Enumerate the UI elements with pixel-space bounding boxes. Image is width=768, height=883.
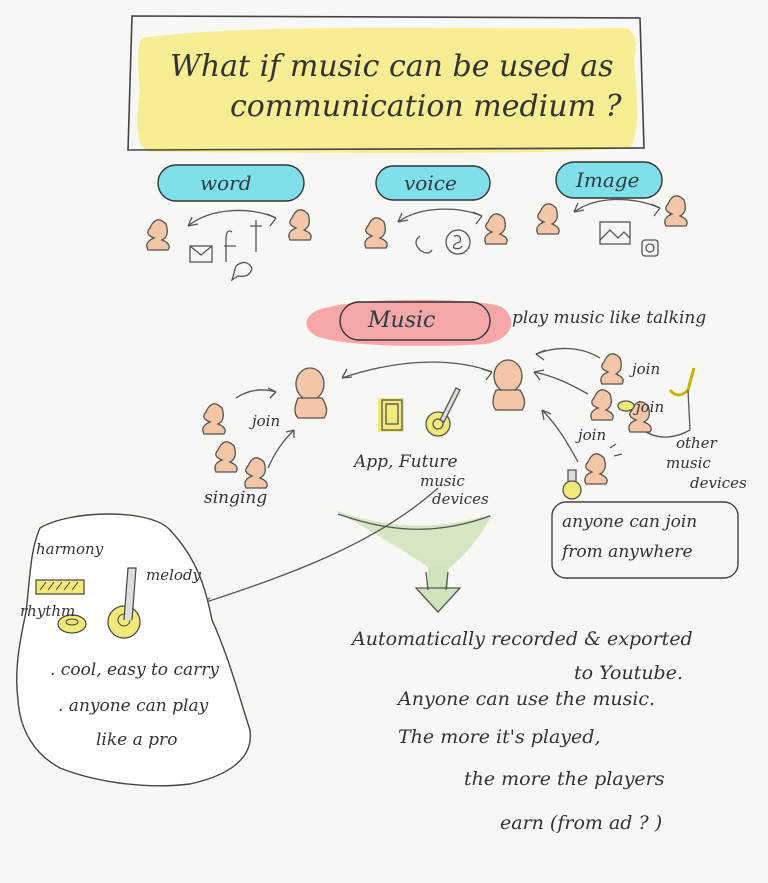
title-box (127, 15, 645, 153)
outcome-line-4: The more it's played, (398, 726, 601, 748)
outcome-line-2: to Youtube. (574, 662, 683, 684)
image-label: Image (576, 168, 640, 192)
anyone-label-2: from anywhere (562, 542, 693, 562)
title-line-2: communication medium ? (230, 89, 622, 124)
music-pill (306, 299, 512, 346)
music-label: Music (368, 308, 436, 333)
melody-label: melody (146, 566, 202, 584)
voice-group (364, 208, 508, 255)
music-devices-label-2: devices (432, 490, 489, 508)
bubble-point-2: . anyone can play (58, 696, 209, 716)
music-devices-label-1: music (420, 472, 465, 490)
join-top-label: join (632, 360, 661, 378)
singing-label: singing (204, 488, 268, 508)
title-line-1: What if music can be used as (170, 49, 614, 84)
bubble-point-1: . cool, easy to carry (50, 660, 219, 680)
flow-arrow (334, 510, 492, 613)
anyone-person (562, 443, 623, 500)
other-label-3: devices (690, 474, 747, 492)
outcome-line-3: Anyone can use the music. (398, 688, 656, 710)
join-mid-label: join (636, 398, 665, 416)
bubble-point-3: like a pro (96, 730, 178, 750)
singers (202, 387, 295, 489)
other-label-1: other (676, 434, 717, 452)
app-label: App, Future (354, 452, 458, 472)
word-pill (157, 164, 305, 202)
image-group (536, 195, 688, 257)
other-label-2: music (666, 454, 711, 472)
voice-label: voice (404, 171, 457, 195)
app-devices (378, 387, 461, 437)
voice-pill (375, 165, 491, 201)
music-caption: play music like talking (512, 308, 707, 328)
rhythm-label: rhythm (20, 602, 76, 620)
join-left-label: join (252, 412, 281, 430)
image-pill (555, 161, 663, 199)
center-people (294, 359, 526, 419)
outcome-line-5: the more the players (464, 768, 665, 790)
anyone-label-1: anyone can join (562, 512, 698, 532)
anyone-box (551, 501, 739, 579)
word-group (146, 209, 312, 282)
outcome-line-6: earn (from ad ? ) (500, 812, 663, 834)
join-low-label: join (578, 426, 607, 444)
right-joiners (533, 347, 696, 463)
harmony-label: harmony (36, 540, 104, 558)
idea-bubble (16, 513, 251, 787)
word-label: word (200, 171, 252, 195)
outcome-line-1: Automatically recorded & exported (352, 628, 693, 650)
